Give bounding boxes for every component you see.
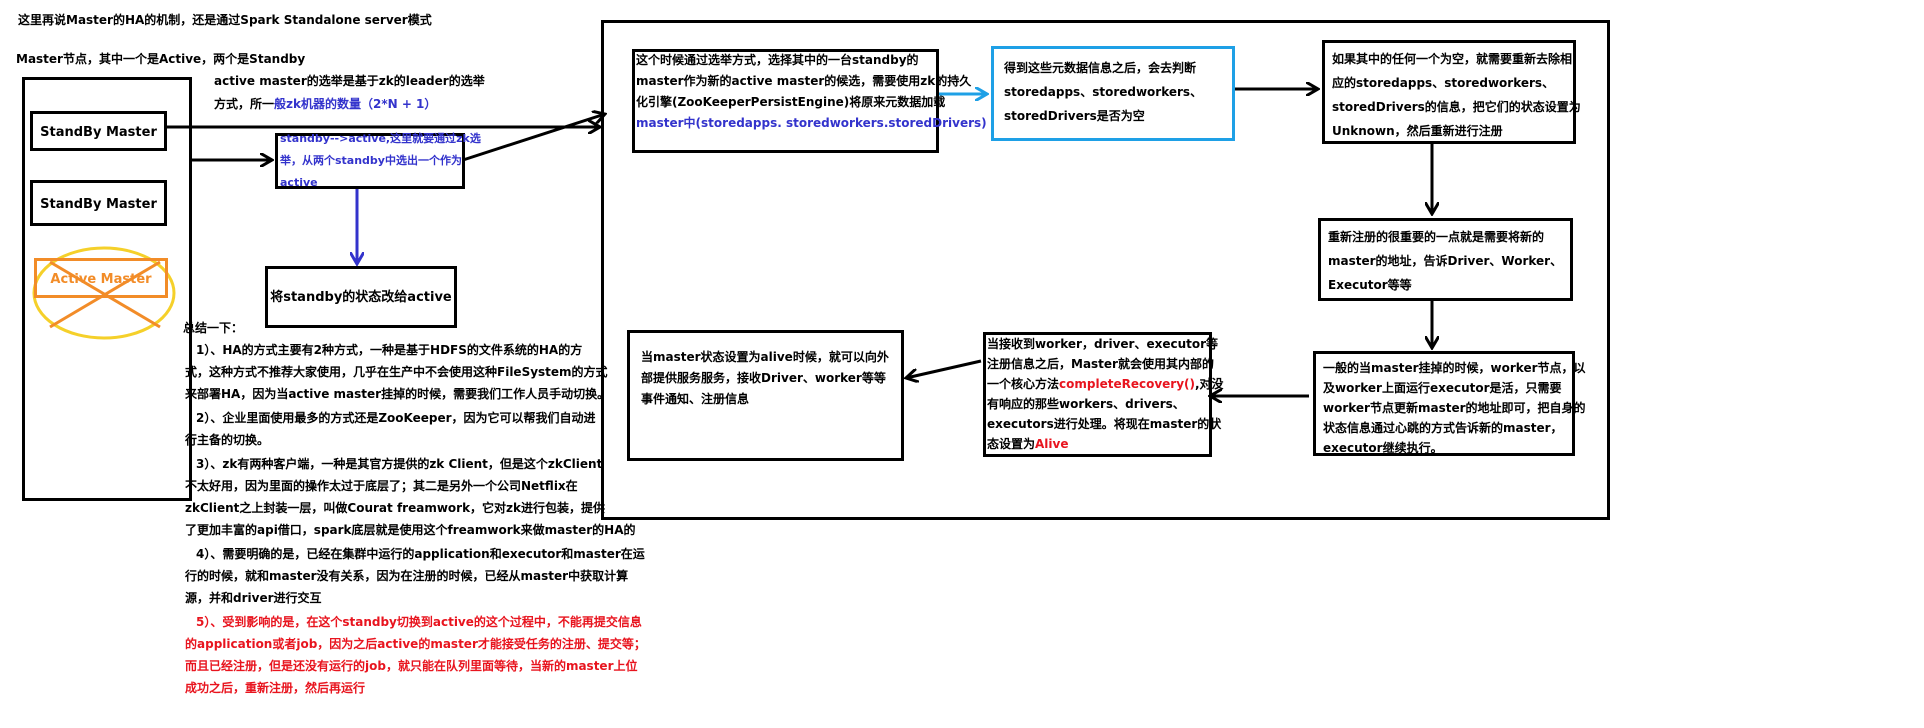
summary-line: 式，这种方式不推荐大家使用，几乎在生产中不会使用这种FileSystem的方式: [185, 365, 608, 379]
summary-line: 行的时候，就和master没有关系，因为在注册的时候，已经从master中获取计…: [185, 569, 629, 583]
summary-line: 3）、zk有两种客户端，一种是其官方提供的zk Client，但是这个zkCli…: [196, 457, 603, 471]
master-cluster-box: [22, 77, 192, 501]
flow-step-check-box: 得到这些元数据信息之后，会去判断 storedapps、storedworker…: [991, 46, 1235, 141]
election-note-line1: active master的选举是基于zk的leader的选举: [214, 74, 485, 88]
election-note-line2: 方式，所一般zk机器的数量（2*N + 1）: [214, 97, 437, 111]
flow-step-worker-text: 一般的当master挂掉的时候，worker节点，以 及worker上面运行ex…: [1323, 361, 1586, 455]
summary-red-line: 成功之后，重新注册，然后再运行: [185, 681, 366, 695]
summary-red-line: 而且已经注册，但是还没有运行的job，就只能在队列里面等待，当新的master上…: [185, 659, 638, 673]
flow-step-alive-text: 当master状态设置为alive时候，就可以向外 部提供服务服务，接收Driv…: [641, 350, 889, 406]
flow-step-notify-box: 重新注册的很重要的一点就是需要将新的 master的地址，告诉Driver、Wo…: [1318, 218, 1573, 301]
flow-step-recovery-box: [983, 332, 1212, 457]
summary-line: 了更加丰富的api借口，spark底层就是使用这个freamwork来做mast…: [185, 523, 636, 537]
flow-step-worker-box: 一般的当master挂掉的时候，worker节点，以 及worker上面运行ex…: [1313, 351, 1586, 456]
active-master-cross-b: [49, 260, 161, 329]
flow-step-election-text: 这个时候通过选举方式，选择其中的一台standby的 master作为新的act…: [636, 53, 987, 130]
flow-step-alive-box: 当master状态设置为alive时候，就可以向外 部提供服务服务，接收Driv…: [627, 330, 904, 461]
summary-line: 1）、HA的方式主要有2种方式，一种是基于HDFS的文件系统的HA的方: [196, 343, 583, 357]
recovery-flow-region: [601, 20, 1610, 520]
switch-to-active-text: standby-->active,这里就要通过zk选 举，从两个standby中…: [280, 132, 481, 189]
flow-step-reregister-text: 如果其中的任何一个为空，就需要重新去除相 应的storedapps、stored…: [1332, 52, 1581, 138]
summary-line: 来部署HA，因为当active master挂掉的时候，需要我们工作人员手动切换…: [185, 387, 610, 401]
summary-heading: 总结一下：: [183, 321, 244, 335]
flow-step-recovery-text: 当接收到worker，driver、executor等 注册信息之后，Maste…: [987, 337, 1224, 451]
flow-step-reregister-box: 如果其中的任何一个为空，就需要重新去除相 应的storedapps、stored…: [1322, 40, 1581, 144]
summary-line: 2）、企业里面使用最多的方式还是ZooKeeper，因为它可以帮我们自动进: [196, 411, 596, 425]
change-state-label: 将standby的状态改给active: [270, 290, 452, 305]
standby-master-2: StandBy Master: [30, 180, 167, 226]
standby-master-1-label: StandBy Master: [40, 125, 157, 140]
flow-step-election-box: [632, 49, 939, 153]
summary-line: zkClient之上封装一层，叫做Courat freamwork，它对zk进行…: [185, 501, 606, 515]
diagram-title: 这里再说Master的HA的机制，还是通过Spark Standalone se…: [18, 13, 432, 27]
active-master-label: Active Master: [50, 272, 152, 287]
flow-step-check-text: 得到这些元数据信息之后，会去判断 storedapps、storedworker…: [1004, 61, 1203, 123]
standby-master-2-label: StandBy Master: [40, 197, 157, 212]
flow-step-notify-text: 重新注册的很重要的一点就是需要将新的 master的地址，告诉Driver、Wo…: [1328, 230, 1563, 292]
arrow-box6-to-box7: [906, 359, 982, 378]
switch-to-active-box: [275, 133, 465, 189]
summary-line: 行主备的切换。: [185, 433, 270, 447]
summary-line: 不太好用，因为里面的操作太过于底层了；其二是另外一个公司Netflix在: [185, 479, 578, 493]
active-master: Active Master: [34, 258, 168, 298]
change-state-box: 将standby的状态改给active: [265, 266, 457, 328]
diagram-subtitle: Master节点，其中一个是Active，两个是Standby: [16, 52, 306, 66]
summary-red-line: 5）、受到影响的是，在这个standby切换到active的这个过程中，不能再提…: [196, 615, 642, 629]
standby-master-1: StandBy Master: [30, 111, 167, 151]
summary-line: 4）、需要明确的是，已经在集群中运行的application和executor和…: [196, 547, 645, 561]
summary-line: 源，并和driver进行交互: [185, 591, 322, 605]
arrow-switch-to-flow: [462, 114, 605, 162]
summary-red-line: 的application或者job，因为之后active的master才能接受任…: [185, 637, 646, 651]
